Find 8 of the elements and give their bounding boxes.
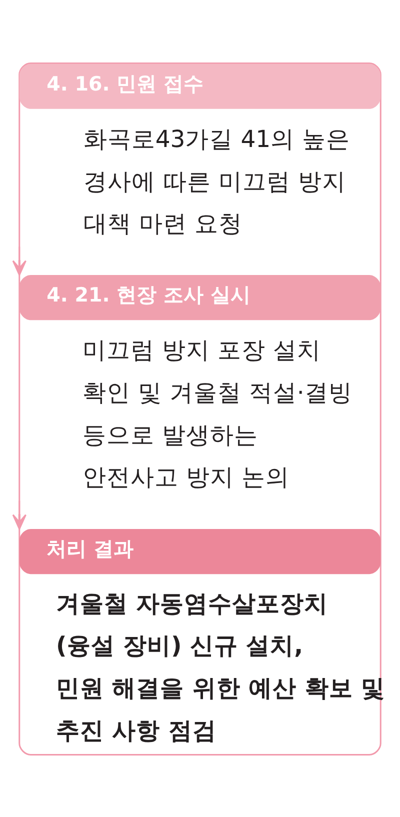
node-box: 처리 결과 [19, 528, 381, 574]
node-label: 미끄럼 방지 포장 설치 확인 및 겨울철 적설·결빙 등으로 발생하는 안전사고 방지 논의 [82, 336, 352, 491]
node-box: 4. 21. 현장 조사 실시 [19, 274, 381, 320]
node-label: 겨울철 자동염수살포장치 (융설 장비) 신규 설치, 민원 해결을 위한 예산 확보 및 추진 사항 점검 [56, 588, 385, 744]
arrow [12, 246, 26, 276]
arrow [12, 500, 26, 530]
node-label: 화곡로43가길 41의 높은 경사에 따른 미끄럼 방지 대책 마련 요청 [83, 124, 350, 238]
node-box: 4. 16. 민원 접수 [19, 63, 381, 108]
